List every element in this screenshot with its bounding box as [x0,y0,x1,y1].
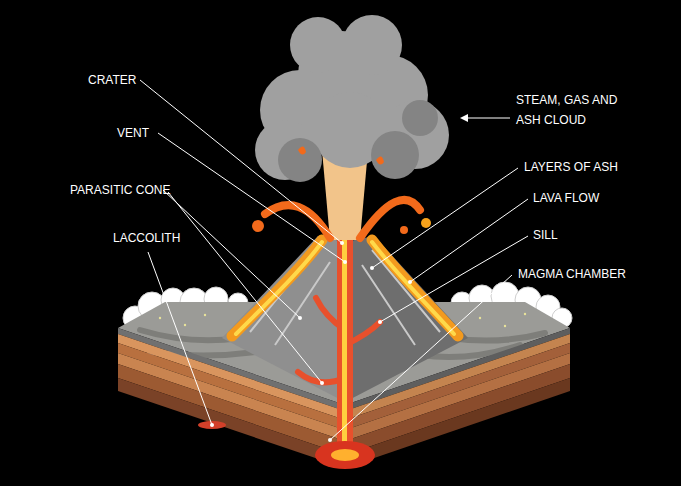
laccolith-lens [198,421,226,429]
part-label: CRATER [88,70,136,90]
cloud-lobe [342,15,402,75]
speck [204,314,206,316]
part-label: LAVA FLOW [533,188,599,208]
cone-right [345,236,468,402]
speck [159,317,161,319]
lava-flow [372,240,458,336]
part-label: SILL [533,225,558,245]
cone-left [222,236,345,402]
leader-dot [340,241,344,245]
magma-core [331,449,359,461]
leader-line [158,133,345,262]
cloud-lobe [278,138,322,182]
lava-flow [236,242,322,334]
leader-line [140,80,342,243]
leader-dot [320,381,324,385]
rock-layer [118,364,345,455]
rock-layer [118,378,345,468]
speck [184,324,186,326]
lava-drop [252,220,264,232]
magma-chamber [315,441,375,469]
leader-dot [370,266,374,270]
leader-dot [328,438,332,442]
part-label: VENT [117,123,149,143]
lava-flow [372,242,454,334]
lava-drop [421,218,431,228]
part-label: STEAM, GAS AND ASH CLOUD [516,90,630,130]
cloud-glow [298,146,384,164]
leader-line [380,236,528,322]
speck [479,317,481,319]
ash-cloud-shade [278,100,438,182]
vent-core [342,232,347,468]
leader-lines [140,80,528,440]
part-label: MAGMA CHAMBER [518,264,626,284]
cloud-lobe [371,131,419,179]
lava-splash [265,205,330,238]
speck [504,325,506,327]
rock-layer [345,378,570,468]
cloud-lobe [290,17,346,73]
leader-dot [343,260,347,264]
leader-dot [210,423,214,427]
leader-line [372,168,518,268]
leader-line [330,275,512,440]
lava-drop [400,226,408,234]
arrow-head [460,114,468,122]
leader-line [168,192,322,383]
cloud-lobe [402,100,438,136]
part-label: PARASITIC CONE [70,180,170,200]
lava-splash [360,200,420,238]
vent-pipe [337,232,353,468]
leader-line [163,190,300,318]
leader-dot [298,316,302,320]
part-label: LACCOLITH [113,228,180,248]
leader-dot [378,320,382,324]
leader-line [410,199,528,282]
magma-conduit [298,232,380,469]
part-label: LAYERS OF ASH [524,157,618,177]
speck [524,313,526,315]
leader-line [148,252,212,425]
leader-dots [210,241,412,442]
leader-dot [408,280,412,284]
leader-line [466,118,510,119]
